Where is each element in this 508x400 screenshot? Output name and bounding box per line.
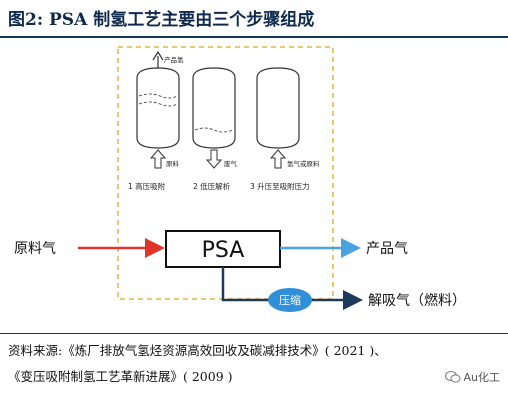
desorbed-gas-label: 解吸气（燃料）	[368, 292, 466, 309]
title-divider	[0, 36, 508, 38]
watermark: Au化工	[444, 369, 501, 385]
source-line-1: 资料来源:《炼厂排放气氢烃资源高效回收及碳减排技术》( 2021 )、	[8, 343, 387, 358]
vessel-1-high-pressure-adsorption	[136, 50, 180, 169]
vessel-2-low-pressure-desorption	[192, 67, 236, 169]
feed-gas-label: 原料气	[14, 241, 56, 257]
source-divider	[0, 333, 508, 334]
psa-diagram: 产品氢 原料 废气 氢气或原料 1 高压吸附 2 低压解析 3 升压至吸附压力 …	[14, 46, 466, 312]
compress-label: 压缩	[279, 294, 301, 307]
product-gas-label: 产品气	[366, 241, 408, 257]
step-1-label: 1 高压吸附	[128, 181, 166, 191]
vessel-3-bottom-label: 氢气或原料	[287, 159, 320, 168]
wechat-icon	[444, 371, 460, 383]
figure-title: 图2: PSA 制氢工艺主要由三个步骤组成	[8, 10, 315, 30]
compress-badge	[268, 288, 312, 312]
source-line-2: 《变压吸附制氢工艺革新进展》( 2009 )	[8, 369, 233, 384]
desorbed-gas-line	[221, 267, 363, 310]
vessel-1-bottom-label: 原料	[166, 159, 180, 168]
vessel-1-top-label: 产品氢	[164, 55, 184, 64]
vessel-3-repressurization	[256, 67, 300, 169]
step-2-label: 2 低压解析	[193, 181, 231, 191]
psa-unit-label: PSA	[202, 238, 245, 263]
watermark-text: Au化工	[463, 371, 501, 384]
step-3-label: 3 升压至吸附压力	[250, 181, 310, 191]
vessel-2-bottom-label: 废气	[224, 159, 238, 168]
